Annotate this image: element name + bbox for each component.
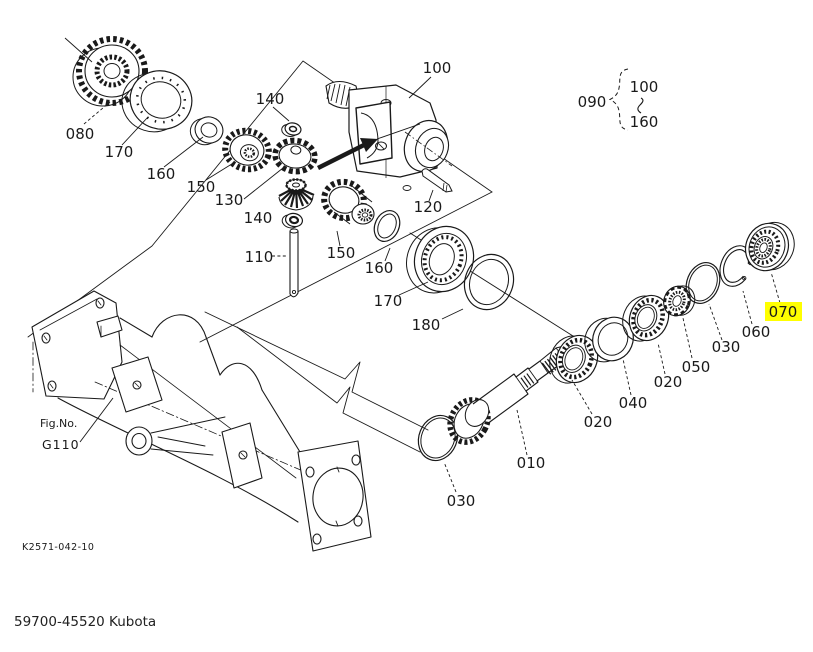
part-030-oring-lower [417,414,459,462]
group-range-to: 160 [630,113,659,131]
callout-030-shim: 030 [712,338,741,356]
part-110-pin [289,228,299,298]
callout-020-outer: 020 [654,373,683,391]
callout-160-right: 160 [365,259,394,277]
highlight-070 [765,302,802,321]
range-tilde [637,97,644,114]
callout-120: 120 [414,198,443,216]
assembly-direction-arrow [316,123,421,171]
callout-010: 010 [517,454,546,472]
group-note: 090 100 160 [578,68,659,131]
callout-150-right: 150 [327,244,356,262]
footer-part-number: 59700-45520 Kubota [14,614,156,630]
part-020-bearing-inner [549,334,599,384]
part-070-bearing [744,221,795,272]
part-140-washer-bottom [281,212,304,229]
part-020-bearing-outer [622,294,670,342]
axle-housing [31,290,372,552]
leader-lines-solid [64,37,464,443]
part-100-differential-case [325,80,453,191]
callout-170-left: 170 [105,143,134,161]
part-170-bearing-mid [406,225,475,294]
part-120-shaft [421,168,453,193]
callout-140-bottom: 140 [244,209,273,227]
part-150-bevel-gear-center [278,178,315,211]
callout-030-lower: 030 [447,492,476,510]
callout-110: 110 [245,248,274,266]
callout-050: 050 [682,358,711,376]
fig-no-value: G110 [42,437,80,452]
callout-labels: 080 170 160 150 130 140 140 110 100 120 … [66,59,798,510]
callout-040: 040 [619,394,648,412]
group-brace [608,68,629,131]
callout-150-left: 150 [187,178,216,196]
callout-060: 060 [742,323,771,341]
callout-080: 080 [66,125,95,143]
part-170-ring-left [121,70,193,133]
drawing-code: K2571-042-10 [22,542,94,553]
callout-180: 180 [412,316,441,334]
callout-090-group: 090 [578,93,607,111]
callout-070-highlighted: 070 [769,303,798,321]
callout-130: 130 [215,191,244,209]
part-150-bevel-gear-left [222,127,272,173]
callout-140-top: 140 [256,90,285,108]
part-010-pinion-shaft [447,342,575,445]
fig-no-label: Fig.No. [40,417,77,430]
part-160-washer-left [189,116,224,146]
callout-160-left: 160 [147,165,176,183]
callout-170-mid: 170 [374,292,403,310]
construction-lines [27,60,574,453]
part-050-locknut [663,285,696,317]
group-range-from: 100 [630,78,659,96]
part-130-spider-gear [272,137,318,175]
part-080-coupling-gear [72,36,148,107]
callout-020-inner: 020 [584,413,613,431]
leader-lines-dashed [83,101,781,493]
part-160-washer-right [373,209,401,243]
callout-100: 100 [423,59,452,77]
part-030-shim [685,262,721,304]
part-150-side-gear-right [321,178,375,225]
part-180-ring [463,253,515,311]
part-140-washer-top [281,122,302,137]
